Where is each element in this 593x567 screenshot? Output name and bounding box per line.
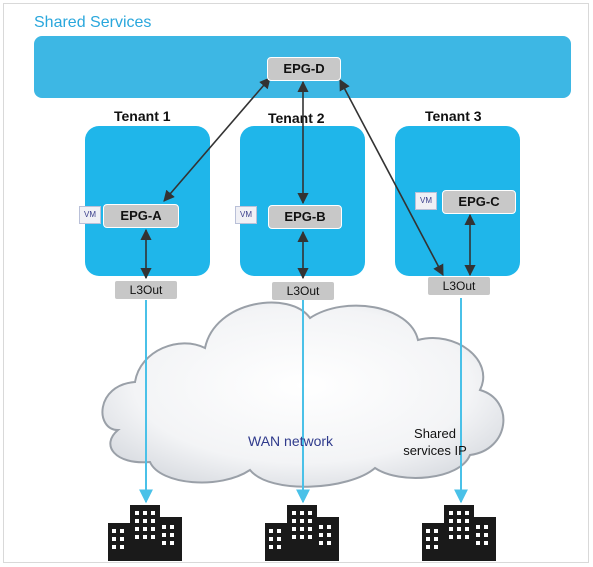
shared-services-title: Shared Services <box>34 14 152 31</box>
tenant-1-label: Tenant 1 <box>114 108 171 124</box>
link-epg-d-to-epg-a <box>163 77 271 202</box>
shared-services-ip-label: Shared services IP <box>403 426 467 458</box>
epg-d-box[interactable]: EPG-D <box>267 57 341 81</box>
building-icon <box>422 505 496 561</box>
building-icon <box>108 505 182 561</box>
building-icon <box>265 505 339 561</box>
link-epg-d-to-l3out-3 <box>339 79 444 276</box>
l3out-tenant-2[interactable]: L3Out <box>272 282 334 300</box>
epg-b-box[interactable]: EPG-B <box>268 205 342 229</box>
tenant-2-label: Tenant 2 <box>268 110 325 126</box>
epg-c-box[interactable]: EPG-C <box>442 190 516 214</box>
vm-badge-tenant-1: VM <box>79 206 101 224</box>
diagram-frame <box>3 3 589 563</box>
vm-badge-tenant-3: VM <box>415 192 437 210</box>
l3out-tenant-3[interactable]: L3Out <box>428 277 490 295</box>
l3out-tenant-1[interactable]: L3Out <box>115 281 177 299</box>
wan-network-label: WAN network <box>248 433 334 449</box>
epg-a-box[interactable]: EPG-A <box>103 204 179 228</box>
vm-badge-tenant-2: VM <box>235 206 257 224</box>
